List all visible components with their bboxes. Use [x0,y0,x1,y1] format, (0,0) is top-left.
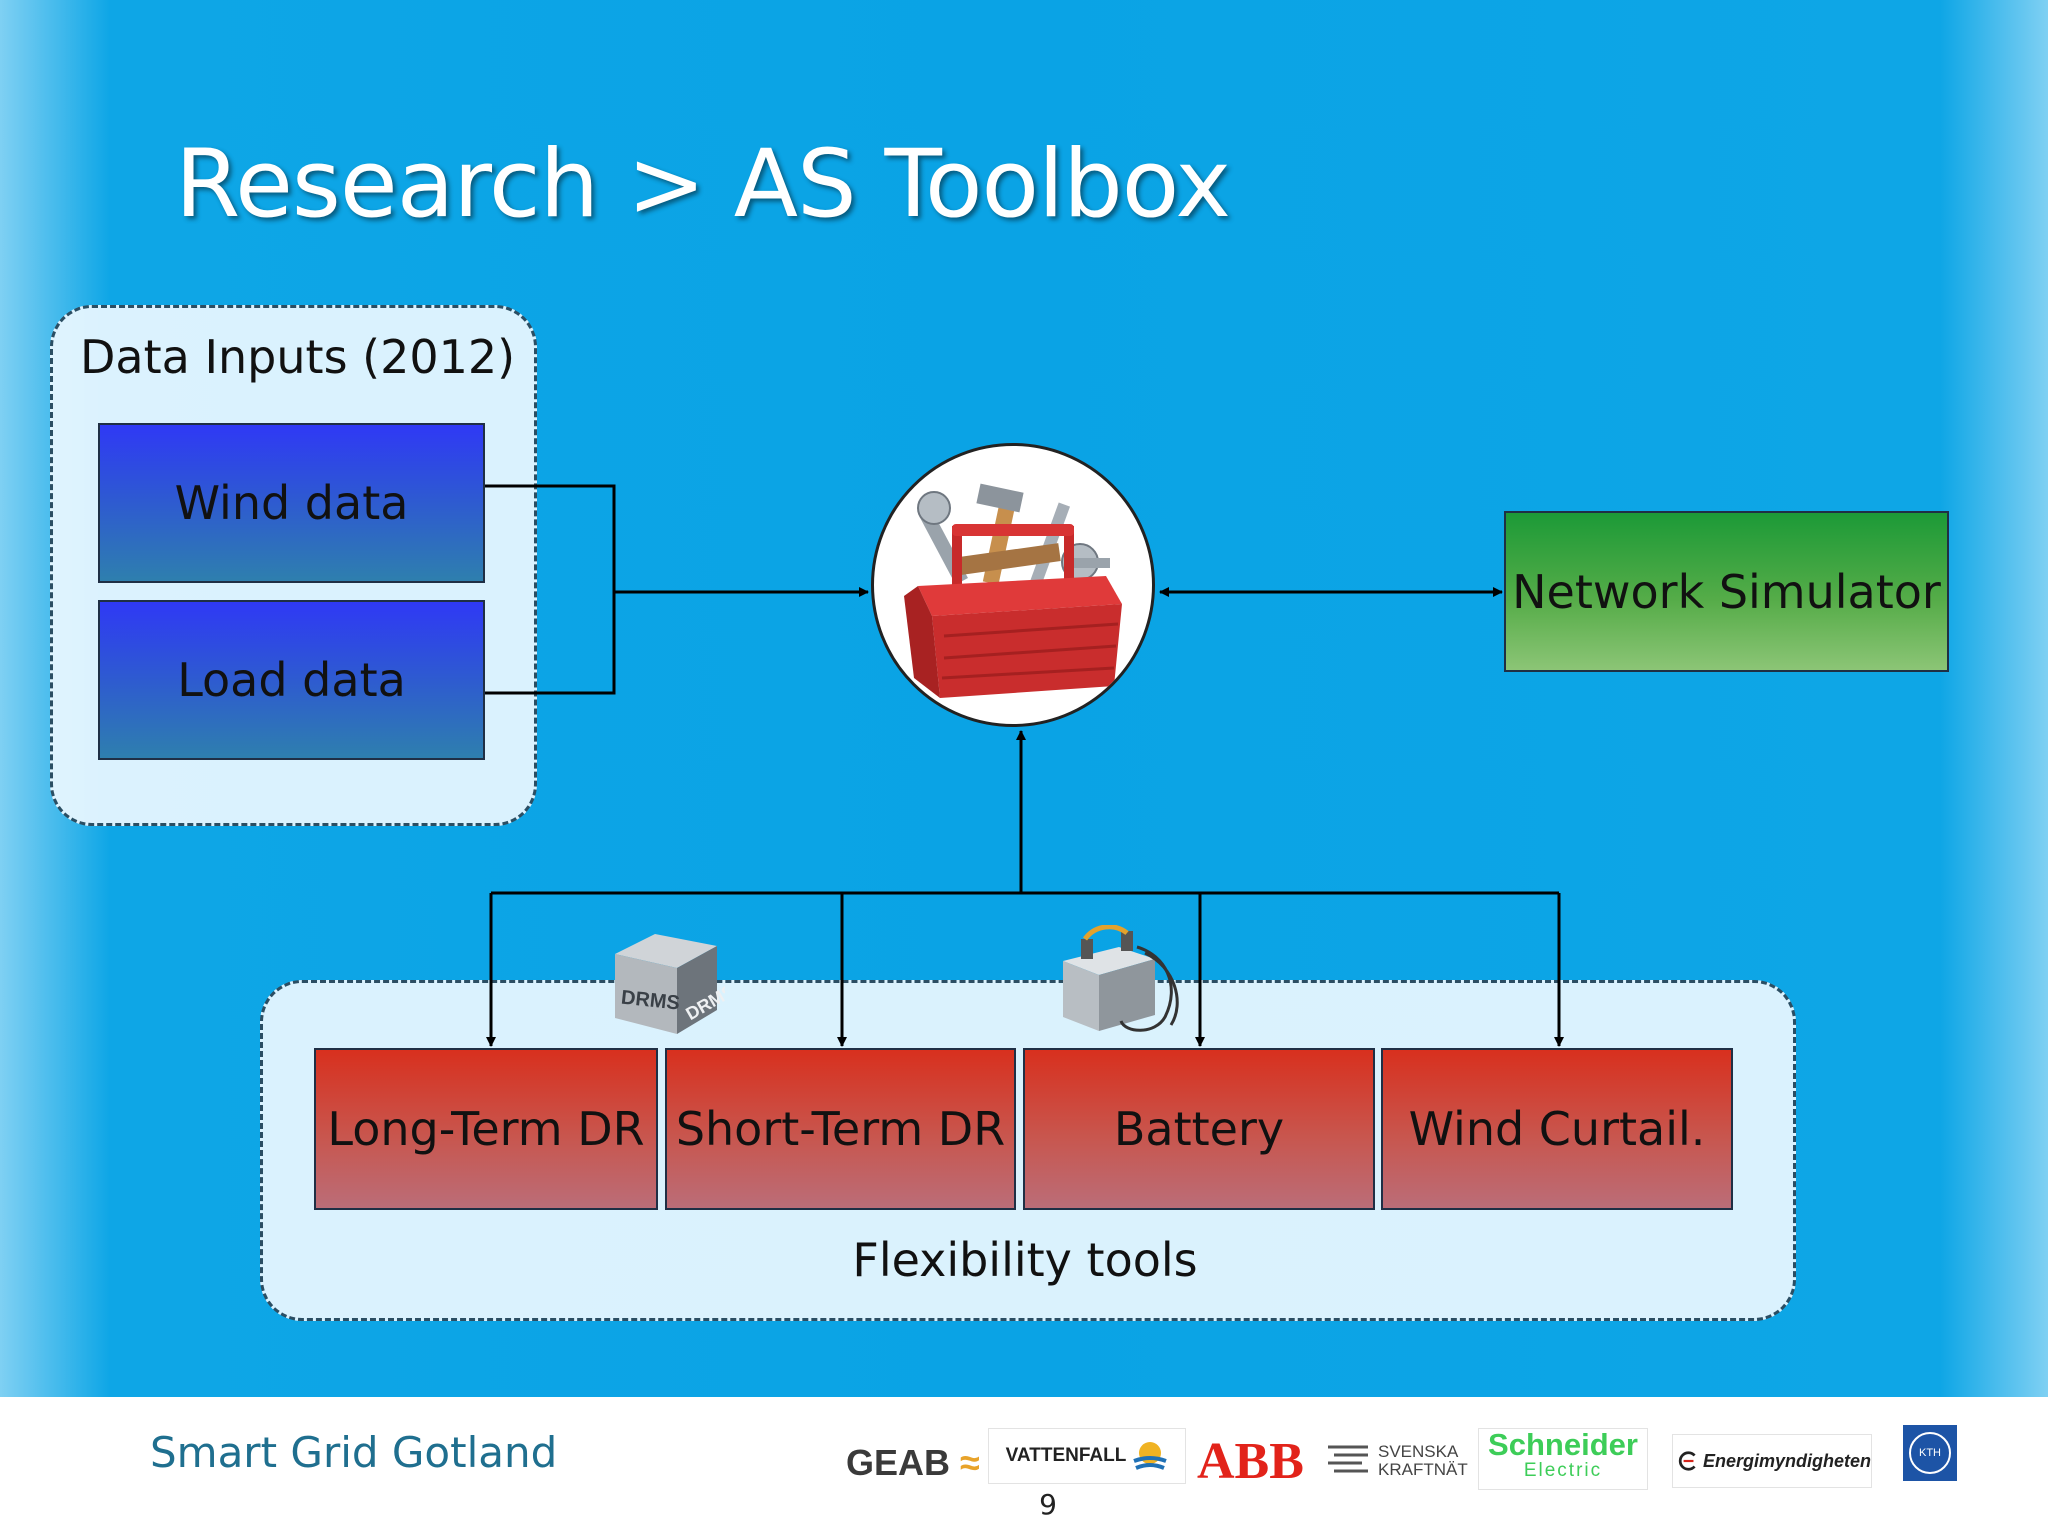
energimyndigheten-logo: Energimyndigheten [1672,1434,1872,1488]
schneider-logo: Schneider Electric [1478,1428,1648,1490]
svenska-kraftnat-logo: SVENSKA KRAFTNÄT [1326,1441,1468,1481]
kth-logo: KTH [1903,1425,1957,1481]
tool-box-wind-curtail: Wind Curtail. [1381,1048,1733,1210]
slide-title: Research > AS Toolbox [175,130,1231,239]
geab-logo: GEAB ≈ [846,1442,980,1484]
svenska-kraftnat-lines-icon [1328,1445,1368,1473]
brand-name: Smart Grid Gotland [150,1428,558,1477]
tool-label-wind-curtail: Wind Curtail. [1408,1102,1706,1156]
vattenfall-logo: VATTENFALL [988,1428,1186,1484]
svenska-kraftnat-line1: SVENSKA [1378,1442,1459,1461]
flexibility-tools-label: Flexibility tools [852,1233,1198,1287]
abb-logo: ABB [1197,1432,1304,1491]
network-simulator-label: Network Simulator [1512,564,1941,619]
tool-box-long-term-dr: Long-Term DR [314,1048,658,1210]
energimyndigheten-e-icon [1678,1451,1696,1471]
vattenfall-sun-icon [1133,1442,1168,1470]
inputs-bracket-line [485,484,616,695]
toolbox-node [871,443,1155,727]
svenska-kraftnat-line2: KRAFTNÄT [1378,1460,1468,1479]
network-simulator-box: Network Simulator [1504,511,1949,672]
connector-lines [485,484,1564,1047]
wind-data-box: Wind data [98,423,485,583]
tool-box-battery: Battery [1023,1048,1375,1210]
schneider-logo-text: Schneider [1488,1427,1638,1462]
tool-label-battery: Battery [1113,1102,1285,1156]
wind-data-label: Wind data [174,476,409,530]
vattenfall-logo-text: VATTENFALL [1005,1445,1127,1466]
toolbox-icon [904,483,1122,698]
energimyndigheten-logo-text: Energimyndigheten [1702,1450,1871,1471]
tool-label-long-term-dr: Long-Term DR [327,1102,645,1156]
battery-icon [1063,925,1179,1032]
footer [0,1397,2048,1536]
kth-logo-text: KTH [1909,1432,1951,1474]
page-number: 9 [1039,1488,1057,1521]
geab-wave-icon: ≈ [960,1442,980,1483]
tool-box-short-term-dr: Short-Term DR [665,1048,1016,1210]
load-data-box: Load data [98,600,485,760]
tool-label-short-term-dr: Short-Term DR [675,1102,1006,1156]
geab-logo-text: GEAB [846,1442,951,1483]
drms-cube-icon: DRMS DRMS [615,934,725,1034]
data-inputs-label: Data Inputs (2012) [80,330,516,384]
schneider-electric-text: Electric [1523,1460,1603,1481]
abb-logo-text: ABB [1197,1433,1304,1490]
load-data-label: Load data [177,653,406,707]
